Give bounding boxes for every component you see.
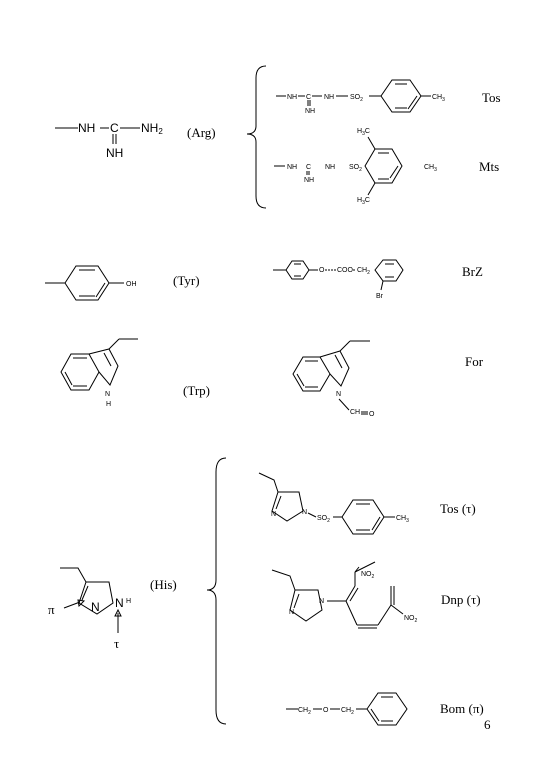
trp-indole-structure: N H — [60, 338, 138, 408]
arg-tos-so2: SO2 — [350, 94, 363, 103]
arg-mts-nh-1: NH — [287, 164, 297, 171]
arg-tos-ch3: CH3 — [432, 94, 445, 103]
arg-carbon: C — [110, 121, 119, 135]
arg-mts-nh-3: NH — [304, 177, 314, 184]
page-number: 6 — [484, 717, 491, 732]
his-pi-marker: π — [48, 602, 55, 617]
arg-nh-1: NH — [78, 121, 95, 135]
arg-nh-imine: NH — [106, 146, 123, 160]
arg-guanidino-structure: NH C NH2 NH — [55, 121, 163, 160]
his-tos-so2: SO2 — [317, 515, 330, 524]
his-tos-structure: N N SO2 CH3 — [258, 472, 409, 535]
his-dnp-no2-b: NO2 — [404, 615, 418, 624]
tos-tau-label: Tos (τ) — [440, 501, 476, 516]
his-tos-ch3: CH3 — [396, 515, 409, 524]
arg-tos-nh-3: NH — [305, 108, 315, 115]
bom-ch2-a: CH2 — [298, 707, 311, 716]
his-dnp-imidazole-ring — [289, 589, 323, 622]
arg-tos-c: C — [306, 94, 311, 101]
his-n-pi: N — [91, 600, 100, 614]
arg-tos-nh-2: NH — [324, 94, 334, 101]
mts-label: Mts — [479, 159, 499, 174]
his-brace — [206, 457, 227, 725]
his-tos-n-1: N — [271, 511, 276, 518]
his-n-tau: N — [115, 596, 124, 610]
arg-mts-h3c-bottom: H3C — [357, 197, 370, 206]
arg-mts-benzene-ring — [364, 148, 403, 184]
tyr-oh: OH — [126, 281, 137, 288]
his-dnp-n-1: N — [289, 609, 294, 616]
tyr-brz-structure: O COO CH2 Br — [273, 259, 404, 300]
trp-h: H — [106, 401, 111, 408]
for-n: N — [336, 391, 341, 398]
his-h: H — [126, 598, 131, 605]
for-o: O — [369, 411, 375, 418]
his-tos-benzene-ring — [341, 499, 385, 535]
his-dnp-no2-a: NO2 — [361, 571, 375, 580]
brz-o: O — [319, 267, 325, 274]
his-tos-imidazole-ring — [271, 491, 304, 522]
for-ch: CH — [350, 409, 360, 416]
tos-label: Tos — [482, 90, 501, 105]
trp-label: (Trp) — [183, 383, 210, 398]
his-imidazole-structure: N N H π τ — [48, 567, 131, 651]
trp-benzene-ring — [60, 353, 100, 391]
brz-br: Br — [376, 293, 384, 300]
brz-label: BrZ — [462, 264, 483, 279]
arg-tos-structure: NH C NH NH SO2 CH3 — [276, 79, 445, 115]
tyr-structure: OH — [45, 265, 137, 301]
bom-o: O — [323, 707, 329, 714]
bom-structure: CH2 O CH2 — [286, 692, 408, 726]
bom-ch2-b: CH2 — [341, 707, 354, 716]
his-tos-n-2: N — [302, 509, 307, 516]
tyr-benzene-ring — [64, 265, 110, 301]
dnp-tau-label: Dnp (τ) — [441, 592, 481, 607]
bom-pi-label: Bom (π) — [440, 701, 484, 716]
arg-brace — [246, 65, 267, 209]
arg-mts-h3c-top: H3C — [357, 128, 370, 137]
brz-ch2: CH2 — [357, 267, 370, 276]
his-imidazole-ring — [78, 581, 114, 615]
arg-nh2-group: NH2 — [141, 121, 163, 136]
trp-for-structure: N CH O — [292, 340, 375, 418]
arg-tos-nh-1: NH — [287, 94, 297, 101]
his-label: (His) — [150, 577, 177, 592]
tyr-label: (Tyr) — [173, 273, 200, 288]
his-tau-marker: τ — [114, 636, 119, 651]
his-dnp-n-2: N — [319, 598, 324, 605]
arg-tos-benzene-ring — [380, 79, 422, 113]
arg-mts-structure: NH C NH NH SO2 H3C H3C CH3 — [274, 128, 437, 206]
for-label: For — [465, 354, 484, 369]
arg-mts-so2: SO2 — [349, 164, 362, 173]
his-dnp-structure: N N NO2 NO2 — [271, 561, 418, 629]
arg-mts-c: C — [306, 164, 311, 171]
arg-mts-nh-2: NH — [325, 164, 335, 171]
brz-phenyl-ring-2 — [374, 259, 404, 282]
trp-n: N — [105, 391, 110, 398]
for-benzene-ring — [292, 356, 331, 392]
arg-mts-ch3: CH3 — [424, 164, 437, 173]
brz-coo: COO — [337, 267, 354, 274]
bom-benzene-ring — [366, 692, 408, 726]
arg-label: (Arg) — [187, 125, 216, 140]
